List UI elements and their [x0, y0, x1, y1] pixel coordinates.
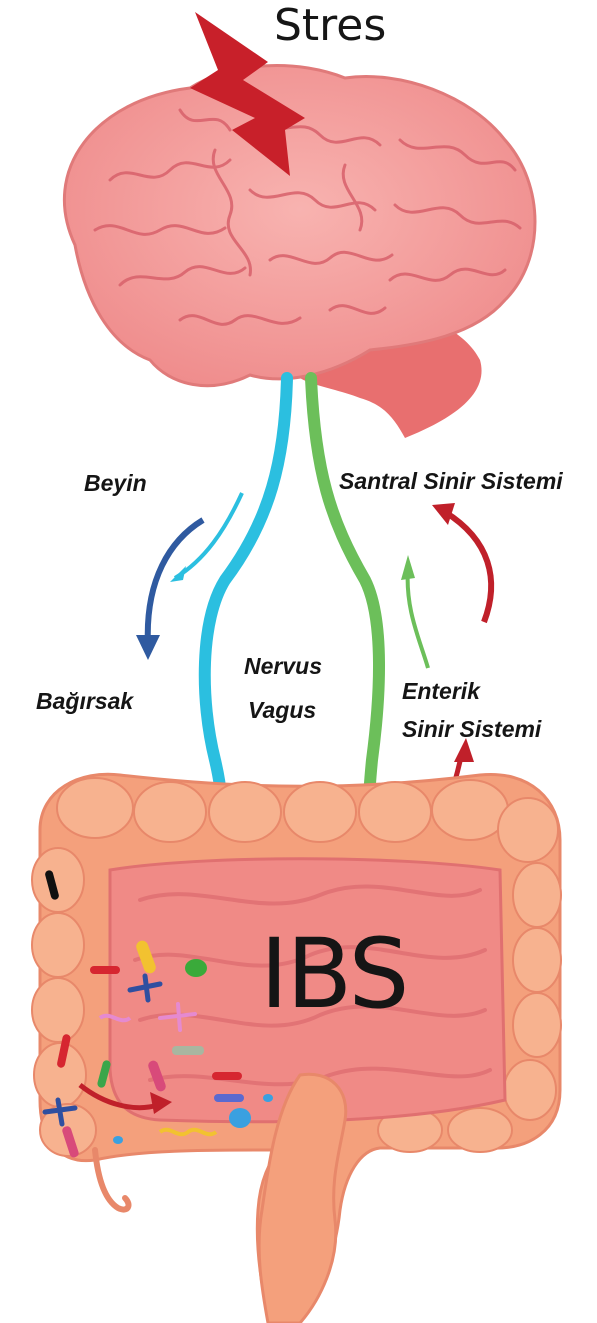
label-sinir-sistemi: Sinir Sistemi — [402, 716, 541, 743]
intestine-icon — [32, 774, 561, 1323]
label-vagus: Vagus — [248, 697, 316, 724]
label-ibs: IBS — [260, 918, 407, 1030]
label-bagirsak: Bağırsak — [36, 688, 133, 715]
vagus-nerve — [205, 378, 287, 818]
cns-nerve — [311, 378, 379, 818]
diagram-title: Stres — [274, 0, 386, 51]
label-nervus: Nervus — [244, 653, 322, 680]
label-santral-sinir-sistemi: Santral Sinir Sistemi — [339, 468, 563, 495]
brain-icon — [64, 66, 535, 438]
label-beyin: Beyin — [84, 470, 147, 497]
label-enterik: Enterik — [402, 678, 480, 705]
